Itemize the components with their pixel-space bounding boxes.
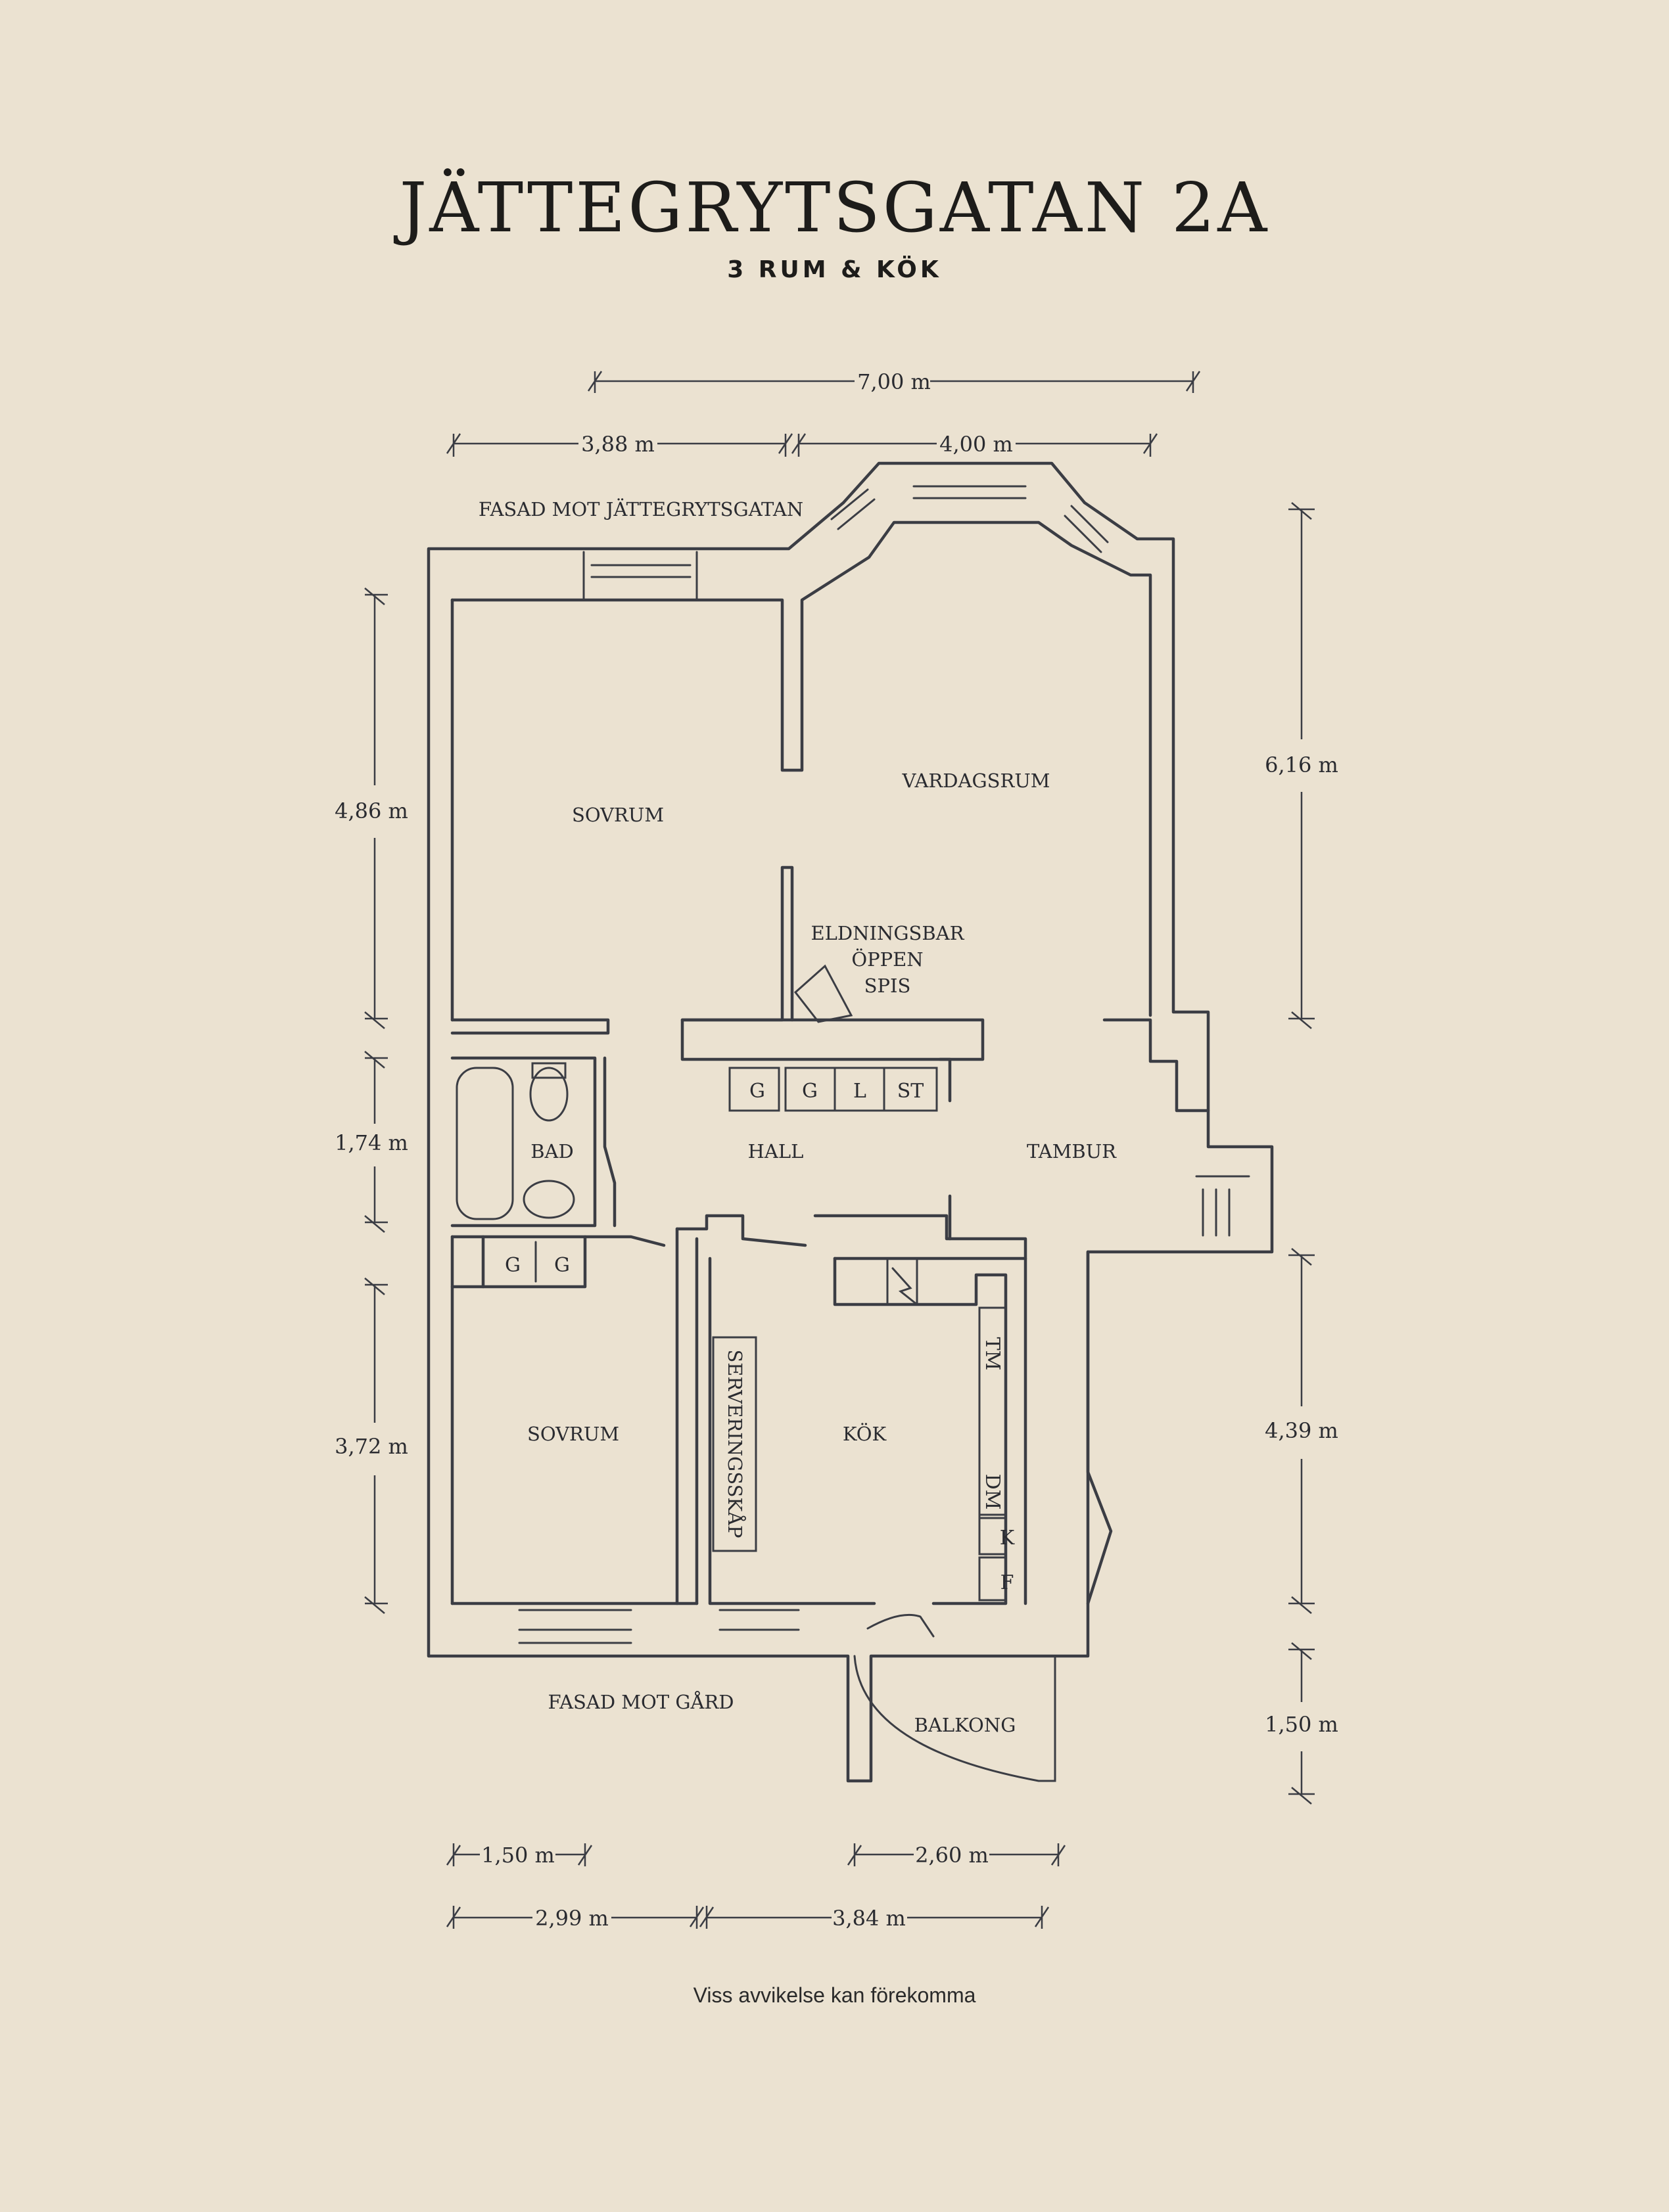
kitchen-units: TM DM K F (978, 1337, 1015, 1601)
balcony-arc (853, 1655, 1056, 1782)
hall-closet-1: G (749, 1080, 765, 1103)
dim-right-3: 1,50 m (1265, 1712, 1338, 1737)
hall-closet-2: G (802, 1080, 818, 1103)
dim-bottom-2a: 2,99 m (535, 1906, 609, 1931)
interior-walls (450, 865, 1210, 1605)
kitchen-unit-dm: DM (981, 1474, 1004, 1510)
windows (518, 485, 1109, 1644)
page-subtitle: 3 RUM & KÖK (727, 256, 942, 283)
kitchen-unit-k: K (1000, 1527, 1015, 1550)
door-swing (866, 1613, 935, 1638)
room-hall: HALL (748, 1140, 804, 1163)
dim-right-2: 4,39 m (1265, 1418, 1338, 1443)
room-labels: FASAD MOT JÄTTEGRYTSGATAN FASAD MOT GÅRD… (479, 497, 1117, 1736)
fireplace (793, 964, 853, 1023)
sink (523, 1180, 575, 1219)
toilet (529, 1067, 569, 1122)
serveringsskap-label: SERVERINGSSKÅP (724, 1349, 747, 1538)
hall-closets: G G L ST (728, 1067, 938, 1112)
outer-walls (427, 461, 1274, 1783)
room-bad: BAD (530, 1140, 574, 1163)
room-sovrum-top: SOVRUM (572, 804, 664, 826)
fixtures (456, 964, 1250, 1782)
dim-right-1: 6,16 m (1265, 752, 1338, 777)
bedroom-closet-1: G (505, 1254, 521, 1277)
fireplace-label-2: ÖPPEN (851, 948, 923, 971)
dim-top-overall: 7,00 m (857, 369, 931, 394)
page-title: JÄTTEGRYTSGATAN 2A (399, 168, 1270, 248)
room-kok: KÖK (843, 1422, 887, 1445)
dim-top-right: 4,00 m (939, 432, 1013, 457)
fireplace-label-3: SPIS (864, 975, 911, 997)
dim-top-left: 3,88 m (581, 432, 655, 457)
room-balkong: BALKONG (914, 1714, 1016, 1736)
facade-bottom-label: FASAD MOT GÅRD (548, 1690, 734, 1713)
hall-closet-3: L (853, 1080, 866, 1103)
kitchen-counter (978, 1306, 1007, 1519)
bathtub (456, 1067, 514, 1220)
fireplace-label-1: ELDNINGSBAR (811, 922, 964, 944)
bedroom-closets: G G (505, 1241, 570, 1283)
dim-bottom-1a: 1,50 m (481, 1843, 555, 1868)
kitchen-unit-f: F (1000, 1571, 1014, 1594)
serving-cabinet: SERVERINGSSKÅP (712, 1336, 757, 1552)
dim-bottom-1b: 2,60 m (915, 1843, 989, 1868)
disclaimer: Viss avvikelse kan förekomma (693, 1983, 976, 2007)
room-tambur: TAMBUR (1027, 1140, 1117, 1163)
facade-top-label: FASAD MOT JÄTTEGRYTSGATAN (479, 497, 803, 520)
kitchen-unit-tm: TM (981, 1337, 1004, 1371)
dim-left-1: 4,86 m (335, 798, 408, 823)
bedroom-closet-2: G (554, 1254, 570, 1277)
hall-closet-4: ST (897, 1080, 924, 1103)
dim-left-2: 1,74 m (335, 1130, 408, 1155)
room-vardagsrum: VARDAGSRUM (902, 770, 1050, 792)
dim-left-3: 3,72 m (335, 1434, 408, 1459)
dim-bottom-2b: 3,84 m (832, 1906, 906, 1931)
dimension-lines: 7,00 m 3,88 m 4,00 m 4,86 m 1,74 m 3,72 … (335, 369, 1338, 1931)
room-sovrum-bottom: SOVRUM (527, 1423, 619, 1445)
